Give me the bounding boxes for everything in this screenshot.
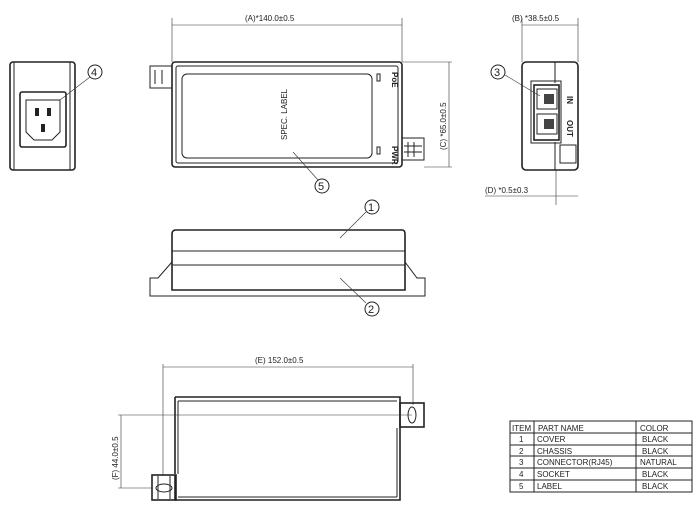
table-row: 2 CHASSIS BLACK <box>519 447 669 456</box>
poe-led-label: PoE <box>390 72 399 88</box>
rj45-connector-top <box>401 137 425 161</box>
right-end-view: (B) *38.5±0.5 IN OUT 3 (D) *0.5±0.3 <box>485 14 579 205</box>
dimension-c: (C) *65.0±0.5 <box>439 102 448 150</box>
cell-item: 4 <box>519 470 524 479</box>
cell-color: NATURAL <box>640 458 677 467</box>
cell-item: 5 <box>519 482 524 491</box>
balloon-1-label: 1 <box>368 202 374 214</box>
cell-part-name: LABEL <box>537 482 562 491</box>
cell-part-name: CHASSIS <box>537 447 572 456</box>
left-end-view: 4 <box>9 61 103 171</box>
cell-item: 1 <box>519 435 524 444</box>
dimension-b: (B) *38.5±0.5 <box>512 14 560 23</box>
cell-color: BLACK <box>642 435 669 444</box>
balloon-4 <box>87 64 103 80</box>
cell-part-name: COVER <box>537 435 566 444</box>
rj45-connector <box>533 84 560 141</box>
cell-color: BLACK <box>642 470 669 479</box>
top-view: (A)*140.0±0.5 SPEC. LABEL PoE PWR (C) *6… <box>149 14 452 194</box>
cell-color: BLACK <box>642 482 669 491</box>
balloon-5-label: 5 <box>318 181 324 193</box>
balloon-3-label: 3 <box>494 67 500 79</box>
header-item: ITEM <box>512 424 531 433</box>
cell-item: 2 <box>519 447 524 456</box>
dimension-d: (D) *0.5±0.3 <box>485 186 529 195</box>
header-color: COLOR <box>640 424 669 433</box>
cell-color: BLACK <box>642 447 669 456</box>
balloon-1 <box>364 199 380 215</box>
balloon-4-label: 4 <box>91 67 97 79</box>
table-row: 4 SOCKET BLACK <box>519 470 669 479</box>
balloon-3 <box>490 64 506 80</box>
table-row: 1 COVER BLACK <box>519 435 669 444</box>
table-row: 5 LABEL BLACK <box>519 482 669 491</box>
out-port-label: OUT <box>565 120 574 137</box>
dimension-f: (F) 44.0±0.5 <box>111 436 120 480</box>
parts-table: ITEM PART NAME COLOR 1 COVER BLACK 2 CHA… <box>509 420 693 493</box>
iec-socket <box>19 91 67 148</box>
side-view: 1 2 <box>149 199 426 317</box>
spec-label-text: SPEC. LABEL <box>280 88 289 140</box>
dimension-a: (A)*140.0±0.5 <box>245 14 295 23</box>
dimension-e: (E) 152.0±0.5 <box>255 356 304 365</box>
cell-part-name: CONNECTOR(RJ45) <box>537 458 613 467</box>
table-row: 3 CONNECTOR(RJ45) NATURAL <box>519 458 677 467</box>
cell-part-name: SOCKET <box>537 470 570 479</box>
bottom-view: (E) 152.0±0.5 (F) 44.0±0.5 <box>111 356 425 501</box>
cell-item: 3 <box>519 458 524 467</box>
spec-label-area <box>181 73 373 159</box>
in-port-label: IN <box>565 96 574 104</box>
header-part-name: PART NAME <box>538 424 584 433</box>
pwr-led-label: PWR <box>390 146 399 165</box>
balloon-2-label: 2 <box>368 304 374 316</box>
balloon-2 <box>364 301 380 317</box>
balloon-5 <box>314 178 330 194</box>
